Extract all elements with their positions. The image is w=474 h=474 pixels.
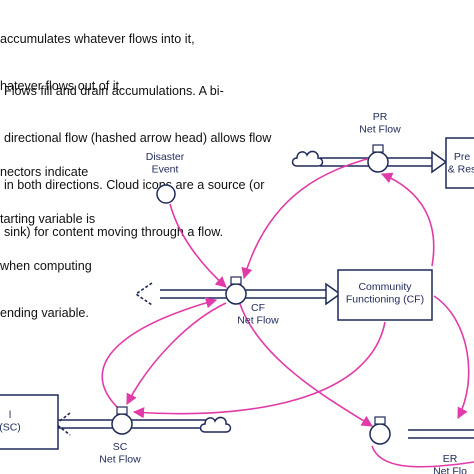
connectors-note-line-3: when computing (0, 258, 92, 273)
label-line: Event (152, 164, 179, 176)
stocks-note-line-1: accumulates whatever flows into it, (0, 32, 195, 47)
flows-note-line-1: Flows fill and drain accumulations. A bi… (4, 84, 224, 99)
connector-disaster-to-cf (169, 203, 227, 288)
connectors-note-line-2: tarting variable is (0, 211, 96, 226)
label-line: & Res (448, 164, 474, 176)
label-line: Functioning (CF) (346, 294, 424, 306)
connector-cf-stock-to-er (433, 295, 470, 419)
label-line: SC (113, 441, 128, 453)
connectors-note-line-1: nectors indicate (0, 165, 89, 180)
flows-note: Flows fill and drain accumulations. A bi… (4, 53, 271, 256)
label-line: Disaster (146, 151, 185, 163)
connectors-note: nectors indicate tarting variable is whe… (0, 134, 95, 337)
label-line: ER (443, 453, 458, 465)
pr-stock[interactable]: Pre& Res (445, 137, 474, 189)
connector-cf-to-er (239, 303, 373, 427)
flows-note-line-3: in both directions. Cloud icons are a so… (4, 177, 265, 192)
connector-cf-stock-to-sc (132, 321, 386, 419)
label-line: l (9, 409, 11, 421)
connector-cf-stock-to-pr (380, 172, 435, 267)
er-flow-pipe (408, 429, 474, 439)
label-line: (SC) (0, 422, 21, 434)
label-line: Pre (454, 151, 471, 163)
sc-stock-label: l(SC) (0, 409, 21, 434)
connector-sc-to-cf (101, 297, 218, 409)
label-line: Net Flow (359, 124, 401, 136)
connector-cf-to-sc (126, 302, 227, 405)
cf-bidirectional-arrowhead-icon (134, 282, 153, 306)
label-line: PR (373, 111, 388, 123)
pr-stock-label: Pre& Res (448, 151, 474, 176)
label-line: CF (251, 302, 265, 314)
stocks-note-line-2: hatever flows out of it. (0, 78, 123, 93)
label-line: Net Flow (237, 315, 279, 327)
connectors-note-line-4: ending variable. (0, 305, 89, 320)
flows-note-line-2: directional flow (hashed arrow head) all… (4, 130, 272, 145)
flows-note-line-4: sink) for content moving through a flow. (4, 224, 224, 239)
connector-er-to-side (371, 445, 474, 468)
connector-pr-to-cf (241, 157, 371, 280)
label-line: Net Flow (99, 454, 141, 466)
label-line: Net Flo (433, 466, 467, 474)
label-line: Community (358, 281, 412, 293)
stocks-note: accumulates whatever flows into it, hate… (0, 1, 195, 110)
pr-source-cloud-icon (291, 150, 324, 167)
sc-stock[interactable]: l(SC) (0, 394, 59, 450)
